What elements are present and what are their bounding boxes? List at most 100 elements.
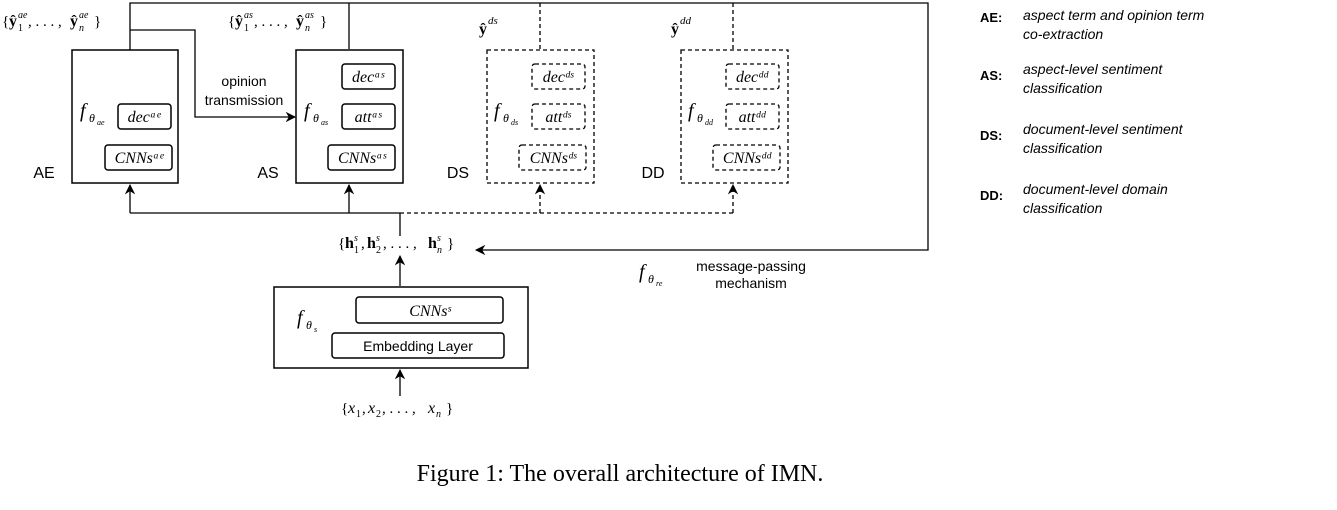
message-passing-loop: [129, 2, 929, 256]
att-dd: [725, 103, 780, 130]
legend-desc-ae-2: co-extraction: [1023, 26, 1103, 42]
message-passing-label-2: mechanism: [715, 275, 787, 291]
svg-text:,: ,: [361, 236, 365, 252]
svg-text:as: as: [305, 10, 314, 21]
svg-text:f: f: [304, 100, 312, 122]
task-box-dd: f θ dd decᵈᵈ attᵈᵈ CNNsᵈᵈ: [680, 49, 789, 184]
svg-text:x: x: [347, 400, 355, 417]
task-tag-as: AS: [257, 165, 278, 182]
svg-text:dd: dd: [705, 118, 714, 127]
svg-text:decᵃˢ: decᵃˢ: [352, 69, 385, 86]
svg-text:{: {: [338, 236, 345, 252]
svg-text:f: f: [639, 261, 647, 283]
cnns-shared: [355, 296, 504, 324]
output-label-ae: { ŷ ae 1 , . . . , ŷ ae n }: [2, 10, 101, 34]
opinion-transmission-label-1: opinion: [221, 73, 266, 89]
cnns-dd: [712, 144, 781, 171]
svg-text:CNNsˢ: CNNsˢ: [409, 303, 451, 320]
svg-text:}: }: [320, 14, 327, 30]
task-box-ae: f θ ae decᵃᵉ CNNsᵃᵉ: [71, 49, 179, 184]
svg-text:attᵈᵈ: attᵈᵈ: [739, 109, 767, 126]
svg-text:2: 2: [376, 409, 381, 420]
svg-text:n: n: [305, 23, 310, 34]
output-label-dd: ŷ dd: [671, 15, 692, 38]
legend-desc-ae-1: aspect term and opinion term: [1023, 7, 1205, 23]
svg-text:1: 1: [244, 23, 249, 34]
embedding-layer: [331, 332, 505, 359]
svg-text:, . . . ,: , . . . ,: [254, 14, 288, 30]
legend: AE: aspect term and opinion term co-extr…: [980, 7, 1205, 216]
svg-text:f: f: [688, 100, 696, 122]
svg-text:CNNsᵈˢ: CNNsᵈˢ: [530, 150, 577, 167]
svg-text:ds: ds: [488, 15, 498, 27]
svg-text:θ: θ: [306, 318, 312, 332]
svg-text:}: }: [94, 14, 101, 30]
shared-hidden-label: { h s 1 , h s 2 , . . . , h s n }: [338, 233, 454, 256]
task-tag-dd: DD: [641, 165, 664, 182]
svg-text:θ: θ: [697, 111, 703, 125]
cnns-ds: [518, 144, 587, 171]
svg-text:1: 1: [354, 245, 359, 256]
svg-text:, . . . ,: , . . . ,: [383, 236, 417, 252]
svg-text:1: 1: [18, 23, 23, 34]
svg-text:{: {: [341, 401, 348, 417]
svg-text:s: s: [314, 325, 317, 334]
svg-text:ds: ds: [511, 118, 518, 127]
legend-desc-dd-2: classification: [1023, 200, 1103, 216]
svg-text:f: f: [80, 100, 88, 122]
svg-text:, . . . ,: , . . . ,: [382, 401, 416, 417]
legend-desc-as-2: classification: [1023, 80, 1103, 96]
svg-text:ae: ae: [79, 10, 89, 21]
task-box-as: f θ as decᵃˢ attᵃˢ CNNsᵃˢ: [295, 49, 404, 184]
legend-key-dd: DD:: [980, 188, 1003, 203]
svg-text:as: as: [244, 10, 253, 21]
svg-text:ŷ: ŷ: [235, 13, 243, 30]
svg-text:f: f: [494, 100, 502, 122]
svg-text:ŷ: ŷ: [296, 13, 304, 30]
output-label-ds: ŷ ds: [479, 15, 498, 38]
svg-text:h: h: [428, 235, 437, 252]
svg-text:{: {: [2, 14, 9, 30]
att-as: [341, 103, 396, 130]
figure-caption: Figure 1: The overall architecture of IM…: [417, 461, 824, 487]
cnns-ae: [104, 144, 173, 171]
svg-text:n: n: [437, 245, 442, 256]
dec-as: [341, 63, 396, 90]
svg-text:ŷ: ŷ: [70, 13, 78, 30]
svg-text:dd: dd: [680, 15, 692, 27]
svg-text:x: x: [427, 400, 435, 417]
legend-desc-ds-2: classification: [1023, 140, 1103, 156]
dec-ae: [117, 103, 172, 130]
message-passing-label-1: message-passing: [696, 258, 806, 274]
svg-text:,: ,: [362, 401, 366, 417]
svg-text:as: as: [321, 118, 328, 127]
shared-encoder-box: f θ s CNNsˢ Embedding Layer: [273, 286, 529, 369]
svg-text:s: s: [354, 233, 358, 244]
svg-text:θ: θ: [313, 111, 319, 125]
svg-text:CNNsᵃᵉ: CNNsᵃᵉ: [115, 150, 165, 167]
task-box-ds: f θ ds decᵈˢ attᵈˢ CNNsᵈˢ: [486, 49, 595, 184]
message-passing-fn: f θ re: [639, 261, 663, 288]
svg-text:attᵃˢ: attᵃˢ: [355, 109, 382, 126]
svg-text:decᵃᵉ: decᵃᵉ: [128, 109, 162, 126]
svg-text:f: f: [297, 307, 305, 329]
svg-text:θ: θ: [648, 272, 654, 286]
svg-text:s: s: [376, 233, 380, 244]
cnns-as: [327, 144, 396, 171]
svg-text:CNNsᵃˢ: CNNsᵃˢ: [338, 150, 387, 167]
svg-text:2: 2: [376, 245, 381, 256]
opinion-transmission-arrow: [130, 29, 297, 123]
svg-text:, . . . ,: , . . . ,: [28, 14, 62, 30]
svg-text:θ: θ: [89, 111, 95, 125]
svg-text:n: n: [436, 409, 441, 420]
svg-text:1: 1: [356, 409, 361, 420]
svg-text:decᵈˢ: decᵈˢ: [543, 69, 574, 86]
legend-key-as: AS:: [980, 68, 1002, 83]
svg-text:h: h: [345, 235, 354, 252]
svg-text:θ: θ: [503, 111, 509, 125]
opinion-transmission-label-2: transmission: [205, 92, 284, 108]
svg-text:{: {: [228, 14, 235, 30]
svg-text:x: x: [367, 400, 375, 417]
svg-text:}: }: [447, 236, 454, 252]
